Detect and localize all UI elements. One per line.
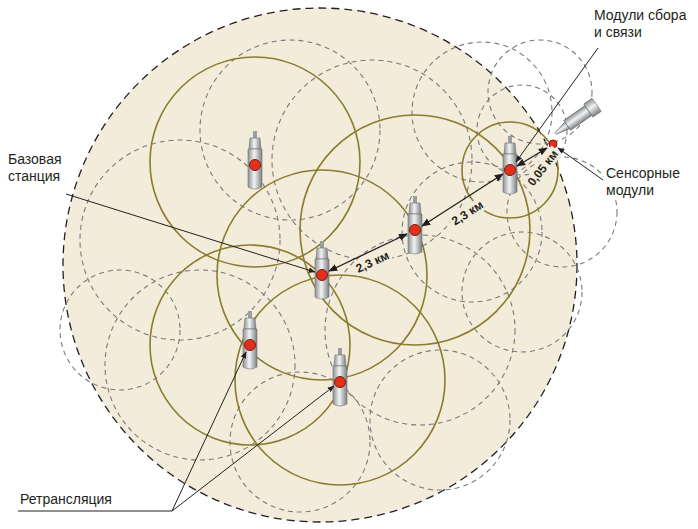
- coverage-area: [63, 8, 577, 522]
- relay-label: Ретрансляция: [18, 490, 114, 509]
- sensor-label: Сенсорные модули: [604, 164, 694, 200]
- module-label: Модули сбора и связи: [592, 6, 694, 42]
- relay-coverage-circles: [150, 57, 558, 485]
- dashed-coverage-circles: [60, 40, 617, 512]
- distance-arrows: [329, 148, 547, 271]
- leader-lines: [18, 48, 603, 511]
- sensor-probe: [551, 98, 601, 140]
- base-station-label: Базовая станция: [6, 150, 72, 186]
- devices: [243, 131, 517, 406]
